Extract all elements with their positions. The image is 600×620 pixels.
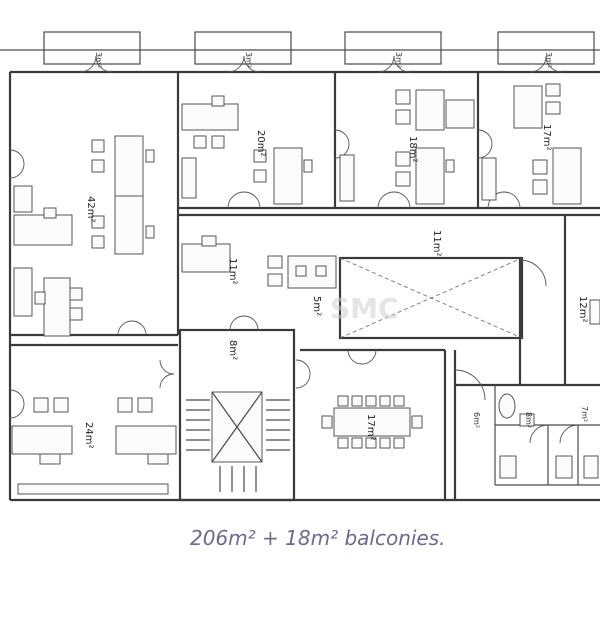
corridor-label: 11m² (431, 230, 442, 256)
balcony-2 (194, 31, 292, 65)
kitchen-label: 11m² (227, 258, 238, 284)
handwritten-area-note: 206m² + 18m² balconies. (190, 526, 446, 550)
balcony-4-label: 3m² (544, 52, 553, 68)
meeting-room-label: 17m² (365, 414, 376, 440)
lift-hall-label: 5m² (311, 296, 322, 316)
walls (8, 70, 600, 502)
wc-1-label: 8m² (524, 412, 533, 428)
balcony-1 (43, 31, 141, 65)
room-12-label: 12m² (577, 296, 588, 322)
balcony-4 (497, 31, 595, 65)
office-20-label: 20m² (255, 130, 266, 156)
office-24-label: 24m² (83, 422, 94, 448)
balcony-1-label: 3m² (94, 52, 103, 68)
balcony-3-label: 3m² (394, 52, 403, 68)
office-17-label: 17m² (541, 124, 552, 150)
furniture (11, 83, 600, 495)
wc-2-label: 7m² (580, 406, 589, 422)
office-42-label: 42m² (85, 196, 96, 222)
watermark: SMC (330, 292, 399, 325)
balconies (0, 31, 600, 65)
room-labels: 3m² 3m² 3m² 3m² 42m² 20m² 18m² 17m² 11m²… (83, 52, 589, 448)
doors (9, 55, 579, 444)
balcony-2-label: 3m² (244, 52, 253, 68)
office-18-label: 18m² (407, 136, 418, 162)
balcony-3 (344, 31, 442, 65)
landing-label: 8m² (227, 340, 238, 360)
shower-label: 6m² (472, 412, 481, 428)
